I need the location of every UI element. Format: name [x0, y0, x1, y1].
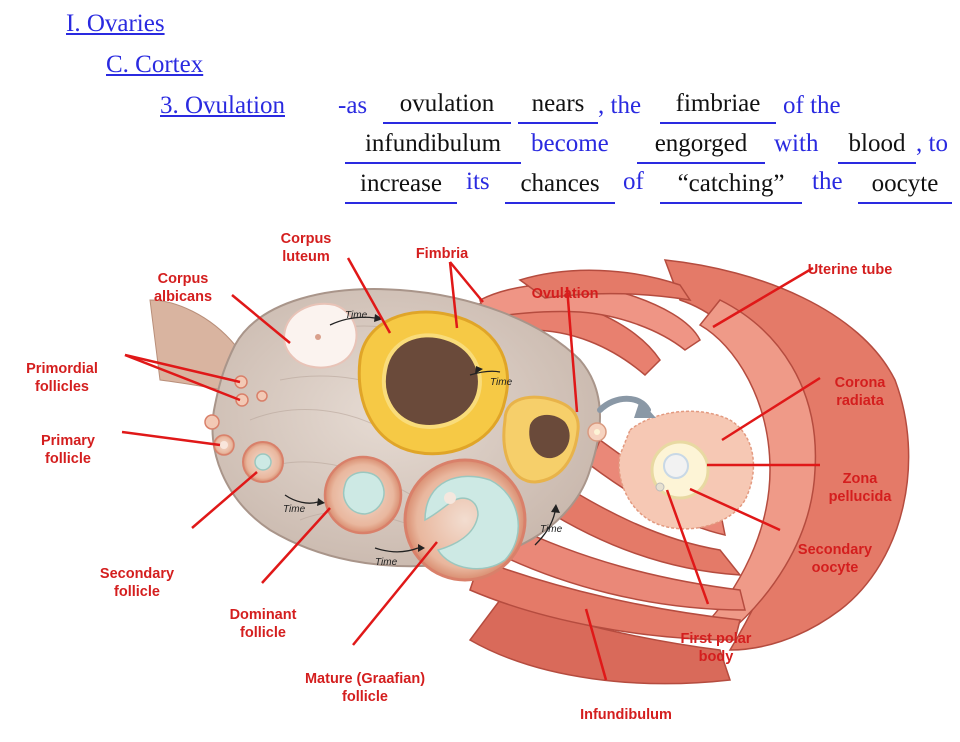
label-uterine-tube: Uterine tube: [807, 262, 893, 278]
sentence-word: the: [812, 168, 843, 195]
answer-oocyte: oocyte: [871, 170, 939, 197]
sentence-word: , the: [598, 92, 642, 119]
time-arrows: [284, 316, 556, 553]
answer-blank: [660, 122, 776, 124]
answer-blank: [838, 162, 916, 164]
time-label: Time: [345, 310, 368, 321]
answer-blank: [505, 202, 615, 204]
sentence-word: become: [531, 130, 609, 157]
answer-increase: increase: [360, 170, 442, 197]
answer-engorged: engorged: [654, 130, 748, 157]
leader-lines: [121, 257, 821, 681]
corpus-luteum: [357, 310, 510, 456]
sentence-word: of the: [783, 92, 841, 119]
sentence-word: -as: [338, 92, 368, 119]
answer-chances: chances: [520, 170, 600, 197]
answer-blank: [660, 202, 802, 204]
answer-ovulation: ovulation: [399, 90, 495, 117]
primordial-follicles: [204, 375, 268, 430]
released-oocyte: [587, 422, 607, 442]
corpus-albicans: [283, 302, 358, 369]
answer-nears: nears: [531, 90, 585, 117]
time-label: Time: [540, 524, 563, 535]
ovulated-oocyte: [618, 410, 755, 530]
answer-blood: blood: [848, 130, 906, 157]
mature-follicle: [403, 458, 527, 582]
sentence-word: of: [623, 168, 644, 195]
answer-blank: [345, 162, 521, 164]
answer-blank: [858, 202, 952, 204]
answer-fimbriae: fimbriae: [675, 90, 761, 117]
outline-heading-cortex: C. Cortex: [106, 51, 204, 78]
sentence-word: , to: [916, 130, 948, 157]
outline-heading-ovulation: 3. Ovulation: [160, 92, 285, 119]
label-infundibulum: Infundibulum: [580, 707, 672, 723]
ruptured-follicle: [502, 395, 580, 484]
answer-blank: [637, 162, 765, 164]
label-mature-follicle: Mature (Graafian)follicle: [304, 671, 426, 705]
ovary-diagram: Time Time Time Time Time: [121, 257, 910, 685]
time-label: Time: [490, 377, 513, 388]
answer-infundibulum: infundibulum: [364, 130, 502, 157]
answer-blank: [383, 122, 511, 124]
answer-blank: [345, 202, 457, 204]
secondary-follicle: [242, 441, 284, 483]
answer-blank: [518, 122, 598, 124]
sentence-word: its: [466, 168, 490, 195]
answer-catching: “catching”: [677, 170, 785, 197]
label-ovulation: Ovulation: [531, 286, 599, 302]
time-label: Time: [283, 504, 306, 515]
sentence-word: with: [774, 130, 819, 157]
dominant-follicle: [323, 455, 403, 535]
time-label: Time: [375, 557, 398, 568]
outline-heading-ovaries: I. Ovaries: [66, 10, 165, 37]
label-fimbria: Fimbria: [415, 246, 469, 262]
